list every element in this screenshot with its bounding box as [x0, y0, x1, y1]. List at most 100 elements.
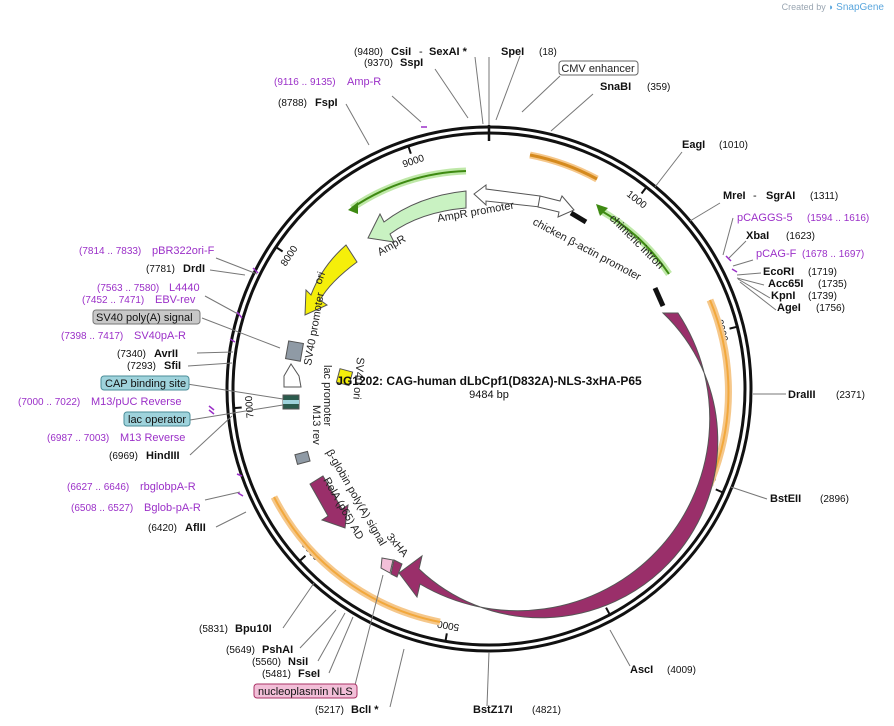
site-kpni-num: (1739)	[808, 291, 837, 302]
site-agei: AgeI	[777, 302, 801, 314]
site-spei: SpeI	[501, 46, 524, 58]
ring-tick-label-7000: 7000	[244, 395, 257, 418]
site-drdi-num: (7781)	[146, 264, 175, 275]
primer-rbglob: rbglobpA-R	[140, 481, 196, 493]
site-snabi: SnaBI	[600, 81, 631, 93]
lbcpf1-label: LbCpf1	[606, 517, 640, 551]
ampr-arrow	[367, 190, 467, 243]
primer-sv40par-num: (7398 .. 7417)	[61, 331, 123, 342]
primer-m13rev: M13 Reverse	[120, 432, 185, 444]
primer-pbr322: pBR322ori-F	[152, 245, 215, 257]
site-csii-num: (9480)	[354, 47, 383, 58]
lac-operator-stripe	[283, 400, 299, 404]
site-draiii-num: (2371)	[836, 390, 865, 401]
ring-tick-7000	[233, 406, 242, 410]
sv40-promoter-arrow	[283, 363, 302, 388]
plasmid-length: 9484 bp	[469, 389, 509, 401]
site-avrii: AvrII	[154, 348, 178, 360]
snapgene-name: SnapGene	[836, 2, 884, 13]
site-hindiii-num: (6969)	[109, 451, 138, 462]
created-by-text: Created by	[781, 2, 826, 12]
ring-tick-label-1000: 1000	[624, 189, 649, 212]
site-bstz17i: BstZ17I	[473, 704, 513, 716]
m13-rev-label: M13 rev	[310, 405, 322, 445]
ori-label: ori	[313, 270, 328, 286]
site-xbai: XbaI	[746, 230, 769, 242]
primer-sv40par: SV40pA-R	[134, 330, 186, 342]
cmv-enhancer-label: CMV enhancer	[561, 63, 635, 75]
site-bpu10i: Bpu10I	[235, 623, 272, 635]
site-bpu10i-num: (5831)	[199, 624, 228, 635]
lbcpf1-arrow	[398, 312, 719, 619]
primer-bglob-num: (6508 .. 6527)	[71, 503, 133, 514]
ha-tag-box	[390, 559, 403, 578]
nls-label: nucleoplasmin NLS	[258, 686, 353, 698]
site-eagi: EagI	[682, 139, 705, 151]
ring-tick-6000	[298, 555, 307, 562]
cap-binding-label: CAP binding site	[105, 378, 186, 390]
site-bsteii: BstEII	[770, 493, 801, 505]
site-xbai-num: (1623)	[786, 231, 815, 242]
site-drdi: DrdI	[183, 263, 205, 275]
site-acc65i: Acc65I	[768, 278, 803, 290]
ampr-promoter-arrow	[473, 184, 541, 208]
site-kpni: KpnI	[771, 290, 795, 302]
snapgene-logo-icon: ◗	[828, 2, 834, 12]
site-spei-num: (18)	[539, 47, 557, 58]
ampr-outer-feature	[351, 170, 467, 209]
ring-tick-5000	[444, 633, 448, 642]
site-bsteii-num: (2896)	[820, 494, 849, 505]
site-snabi-num: (359)	[647, 82, 670, 93]
promoter-black-bar	[652, 286, 666, 308]
site-fsei: FseI	[298, 668, 320, 680]
site-asci: AscI	[630, 664, 653, 676]
cap-binding-tag	[100, 375, 190, 391]
ring-tick-4000	[605, 607, 611, 616]
primer-pcagf-num: (1678 .. 1697)	[802, 249, 864, 260]
rela-arrow	[309, 475, 349, 529]
right-site-labels: SpeI (18) SnaBI (359) EagI (1010) MreI -…	[473, 46, 869, 716]
primer-pcaggs5-num: (1594 .. 1616)	[807, 213, 869, 224]
site-dash-2: -	[419, 46, 423, 58]
site-ecori-num: (1719)	[808, 267, 837, 278]
ring-tick-label-9000: 9000	[401, 153, 426, 171]
site-asci-num: (4009)	[667, 665, 696, 676]
site-nsii-num: (5560)	[252, 657, 281, 668]
sv40-polya-tag	[92, 309, 201, 325]
primer-bglob: Bglob-pA-R	[144, 502, 201, 514]
ampr-outer-arrowhead	[348, 202, 358, 214]
site-avrii-num: (7340)	[117, 349, 146, 360]
primer-l4440: L4440	[169, 282, 200, 294]
site-nsii: NsiI	[288, 656, 308, 668]
ring-tick-label-5000: 5000	[436, 618, 460, 633]
site-mrei: MreI	[723, 190, 746, 202]
site-sexai: SexAI *	[429, 46, 468, 58]
site-bstz17i-num: (4821)	[532, 705, 561, 716]
primer-m13puc-num: (7000 .. 7022)	[18, 397, 80, 408]
ori-arrow	[304, 244, 358, 316]
site-aflii: AflII	[185, 522, 206, 534]
site-acc65i-num: (1735)	[818, 279, 847, 290]
bglobin-gray-box	[294, 450, 311, 465]
site-bcli: BclI *	[351, 704, 379, 716]
site-sfii: SfiI	[164, 360, 181, 372]
site-sspi-num: (9370)	[364, 58, 393, 69]
sv40-ori-gray-box	[284, 340, 305, 362]
primer-ampr-num: (9116 .. 9135)	[274, 77, 336, 88]
site-eagi-num: (1010)	[719, 140, 748, 151]
primer-pcagf: pCAG-F	[756, 248, 797, 260]
site-pshai-num: (5649)	[226, 645, 255, 656]
sv40-ori-label: SV40 ori	[350, 357, 366, 400]
site-agei-num: (1756)	[816, 303, 845, 314]
ring-tick-1000	[640, 186, 648, 195]
primer-pcaggs5: pCAGGS-5	[737, 212, 793, 224]
site-sspi: SspI	[400, 57, 423, 69]
cmv-enhancer-feature	[529, 153, 598, 181]
chimeric-intron-arrowhead	[596, 204, 608, 216]
ring-tick-2000	[729, 325, 738, 330]
cmv-enhancer-tag	[558, 60, 639, 76]
site-sfii-num: (7293)	[127, 361, 156, 372]
primer-m13rev-num: (6987 .. 7003)	[47, 433, 109, 444]
plasmid-title: JG1202: CAG-human dLbCpf1(D832A)-NLS-3xH…	[336, 374, 642, 388]
